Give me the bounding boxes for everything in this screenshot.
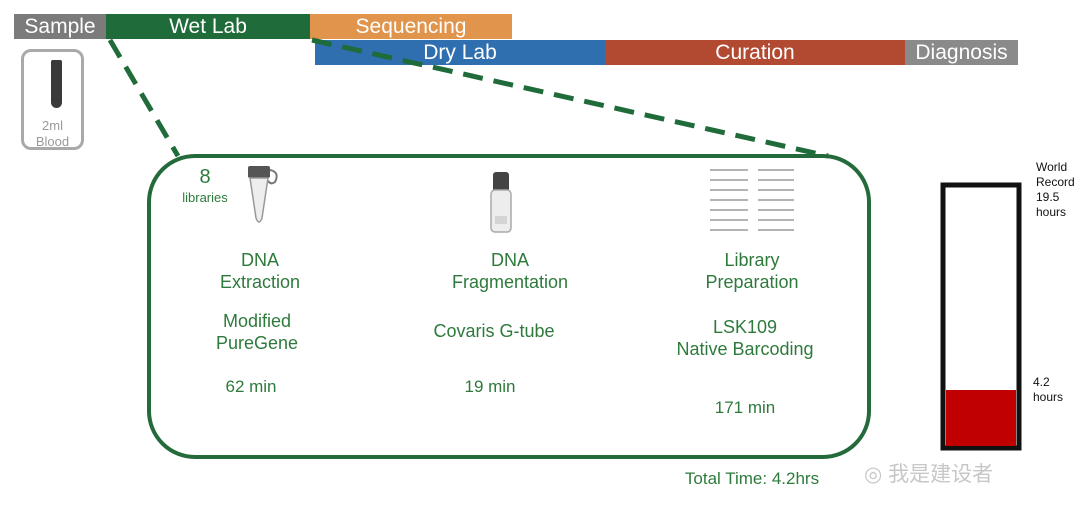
step-method-line: PureGene (215, 333, 299, 353)
step-extraction-title: DNA Extraction (180, 249, 340, 293)
step-title-line: DNA (240, 250, 279, 270)
step-method-line: Native Barcoding (676, 339, 814, 359)
zoom-line-left (107, 38, 181, 158)
phase-curation: Curation (605, 40, 905, 65)
phase-wet-lab: Wet Lab (106, 14, 310, 39)
world-record-label-line: 19.5 (1036, 190, 1060, 204)
library-count: 8 (199, 166, 211, 188)
sample-type: Blood (35, 134, 70, 149)
zoom-line-right (311, 37, 829, 159)
step-library-prep-title: Library Preparation (672, 249, 832, 293)
blood-sample-box: 2ml Blood (21, 49, 84, 150)
step-extraction-method: Modified PureGene (157, 310, 357, 354)
phase-diagnosis: Diagnosis (905, 40, 1018, 65)
world-record-label-line: Record (1036, 175, 1075, 189)
step-title-line: DNA (490, 250, 529, 270)
world-record-label: World Record 19.5 hours (1036, 160, 1080, 220)
step-method-line: Modified (222, 311, 292, 331)
current-time-label-line: 4.2 (1033, 375, 1050, 389)
microtube-icon (248, 166, 278, 223)
wet-lab-process-box (147, 154, 871, 459)
step-title-line: Extraction (219, 272, 301, 292)
g-tube-icon (490, 172, 512, 233)
step-title-line: Fragmentation (451, 272, 569, 292)
sample-label: 2ml Blood (24, 118, 81, 150)
sample-volume: 2ml (42, 118, 63, 133)
step-method-line: LSK109 (712, 317, 778, 337)
current-time-fill (946, 390, 1016, 446)
total-time: Total Time: 4.2hrs (684, 469, 820, 488)
world-record-label-line: World (1036, 160, 1068, 174)
world-record-label-line: hours (1036, 205, 1067, 219)
phase-dry-lab: Dry Lab (315, 40, 605, 65)
step-fragmentation-time: 19 min (464, 377, 516, 396)
wechat-icon: ◎ (864, 463, 883, 486)
step-extraction-time: 62 min (225, 377, 277, 396)
phase-sample: Sample (14, 14, 106, 39)
step-title-line: Library (724, 250, 780, 270)
step-fragmentation-method: Covaris G-tube (433, 321, 555, 341)
watermark: ◎ 我是建设者 (864, 458, 993, 488)
step-fragmentation-title: DNA Fragmentation (430, 249, 590, 293)
watermark-text: 我是建设者 (888, 463, 994, 486)
current-time-label-line: hours (1033, 390, 1064, 404)
strip-tubes-icon (710, 169, 794, 231)
blood-tube-icon (51, 60, 62, 108)
library-count-label: libraries (182, 190, 228, 205)
step-title-line: Preparation (705, 272, 799, 292)
step-library-prep-method: LSK109 Native Barcoding (645, 316, 845, 360)
step-library-prep-time: 171 min (714, 398, 776, 417)
current-time-label: 4.2 hours (1033, 375, 1073, 405)
phase-sequencing: Sequencing (310, 14, 512, 39)
